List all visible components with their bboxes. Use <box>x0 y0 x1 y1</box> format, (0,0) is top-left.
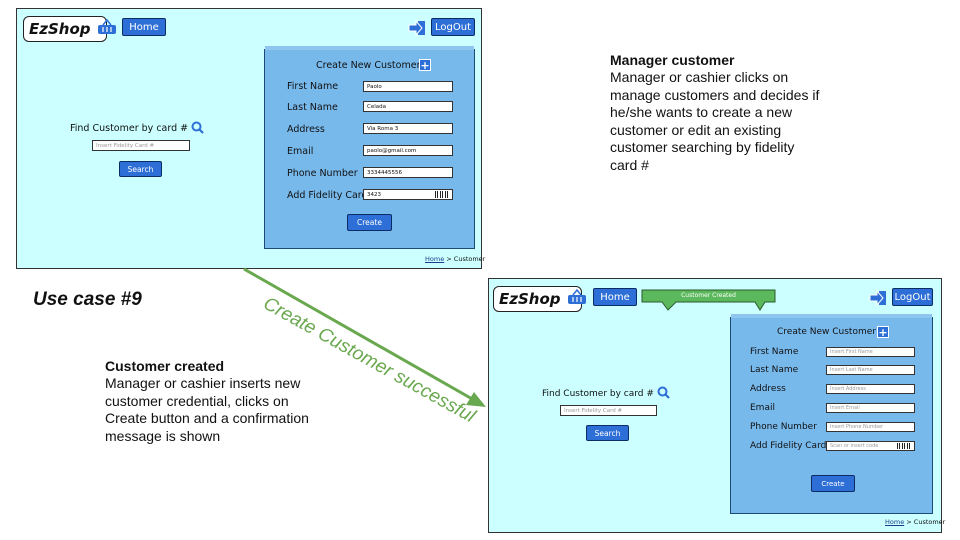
toast-message: Customer Created <box>681 292 736 299</box>
last-name-label: Last Name <box>287 102 338 113</box>
first-name-field[interactable]: Paolo <box>363 81 453 92</box>
description-line: Manager or cashier inserts new <box>105 375 301 391</box>
plus-icon[interactable]: + <box>877 325 889 339</box>
description-line: Create button and a confirmation <box>105 410 309 426</box>
search-button[interactable]: Search <box>586 425 629 441</box>
create-customer-panel: Create New Customer + First Name Paolo L… <box>264 46 475 249</box>
customer-created-toast: Customer Created <box>641 287 776 313</box>
breadcrumb: Home > Customer <box>885 518 945 526</box>
panel-title: Create New Customer <box>777 327 876 337</box>
use-case-label: Use case #9 <box>33 289 142 310</box>
basket-icon <box>97 18 117 39</box>
create-customer-panel: Create New Customer + First Name Insert … <box>730 314 933 514</box>
phone-number-label: Phone Number <box>287 168 358 179</box>
breadcrumb: Home > Customer <box>425 255 485 263</box>
barcode-icon[interactable] <box>435 191 449 198</box>
logo-text: EzShop <box>499 290 561 308</box>
description-line: Manager or cashier clicks on <box>610 69 789 85</box>
description-line: card # <box>610 156 649 173</box>
screen-manage-customer: EzShop Home LogOut Find Customer by card… <box>16 8 485 269</box>
create-button[interactable]: Create <box>347 214 392 231</box>
description-line: customer or edit an existing <box>610 121 782 138</box>
address-label: Address <box>750 384 786 394</box>
manager-customer-description: Manager or cashier clicks on manage cust… <box>610 69 819 174</box>
description-line: customer credential, clicks on <box>105 392 289 409</box>
email-field[interactable]: paolo@gmail.com <box>363 145 453 156</box>
description-line: manage customers and decides if <box>610 86 820 103</box>
fidelity-card-placeholder: Scan or insert code <box>830 443 879 449</box>
address-field[interactable]: Insert Address <box>826 384 915 394</box>
logout-button[interactable]: LogOut <box>431 18 475 36</box>
email-label: Email <box>287 146 314 157</box>
last-name-field[interactable]: Celada <box>363 101 453 112</box>
email-label: Email <box>750 403 775 413</box>
breadcrumb-current: > Customer <box>444 255 486 263</box>
find-customer-label: Find Customer by card # <box>542 386 670 402</box>
address-field[interactable]: Via Roma 3 <box>363 123 453 134</box>
fidelity-card-value: 3423 <box>367 191 381 198</box>
customer-created-title: Customer created <box>105 358 225 374</box>
screen-customer-created: EzShop Home Customer Created LogOut Find… <box>488 278 945 533</box>
fidelity-card-field[interactable]: Scan or insert code <box>826 441 915 451</box>
card-search-input[interactable]: Insert Fidelity Card # <box>92 140 190 151</box>
first-name-label: First Name <box>287 81 339 92</box>
fidelity-card-label: Add Fidelity Card <box>287 190 368 201</box>
logout-button[interactable]: LogOut <box>892 288 933 306</box>
email-field[interactable]: Insert Email <box>826 403 915 413</box>
create-button[interactable]: Create <box>811 475 855 492</box>
plus-icon[interactable]: + <box>419 58 431 72</box>
phone-number-field[interactable]: Insert Phone Number <box>826 422 915 432</box>
first-name-field[interactable]: Insert First Name <box>826 347 915 357</box>
logout-arrow-icon[interactable] <box>869 289 887 311</box>
find-customer-label: Find Customer by card # <box>70 121 204 137</box>
manager-customer-title: Manager customer <box>610 52 735 68</box>
description-line: message is shown <box>105 427 221 444</box>
description-line: customer searching by fidelity <box>610 139 795 155</box>
last-name-field[interactable]: Insert Last Name <box>826 365 915 375</box>
find-customer-text: Find Customer by card # <box>70 123 189 134</box>
home-button[interactable]: Home <box>122 18 166 36</box>
ezshop-logo[interactable]: EzShop <box>493 286 586 312</box>
home-button[interactable]: Home <box>593 288 637 306</box>
address-label: Address <box>287 124 325 135</box>
customer-created-description: Manager or cashier inserts new customer … <box>105 375 309 445</box>
phone-number-label: Phone Number <box>750 422 817 432</box>
logo-text: EzShop <box>29 20 91 38</box>
magnifier-icon[interactable] <box>657 386 670 402</box>
breadcrumb-current: > Customer <box>904 518 946 526</box>
ezshop-logo[interactable]: EzShop <box>23 16 116 42</box>
panel-header-strip <box>731 314 932 318</box>
breadcrumb-home-link[interactable]: Home <box>425 255 445 263</box>
fidelity-card-label: Add Fidelity Card <box>750 441 827 451</box>
card-search-input[interactable]: Insert Fidelity Card # <box>560 405 657 416</box>
panel-header-strip <box>265 46 474 50</box>
logout-arrow-icon[interactable] <box>408 19 426 41</box>
breadcrumb-home-link[interactable]: Home <box>885 518 905 526</box>
magnifier-icon[interactable] <box>191 121 204 137</box>
fidelity-card-field[interactable]: 3423 <box>363 189 453 200</box>
first-name-label: First Name <box>750 347 799 357</box>
search-button[interactable]: Search <box>119 161 162 177</box>
barcode-icon[interactable] <box>897 443 911 449</box>
find-customer-text: Find Customer by card # <box>542 389 654 399</box>
panel-title: Create New Customer <box>316 60 421 71</box>
basket-icon <box>567 288 587 309</box>
description-line: he/she wants to create a new <box>610 104 793 120</box>
last-name-label: Last Name <box>750 365 799 375</box>
phone-number-field[interactable]: 3334445556 <box>363 167 453 178</box>
